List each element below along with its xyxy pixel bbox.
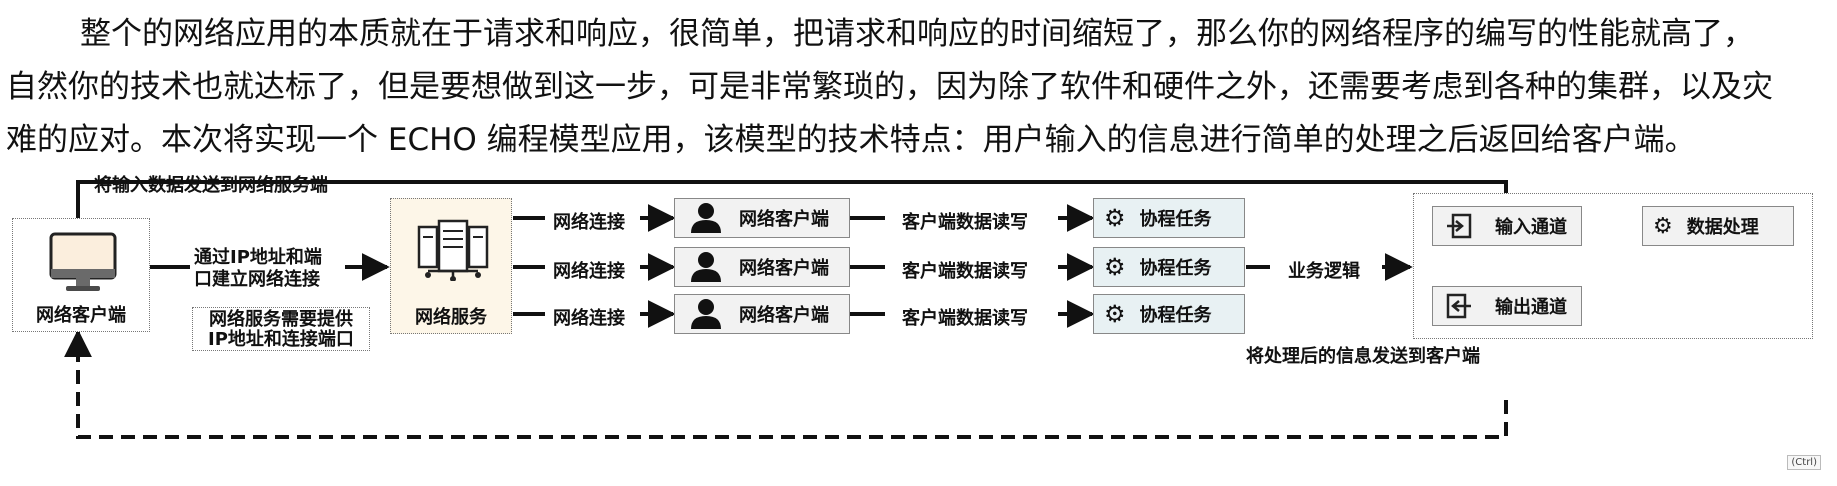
paste-options-badge[interactable]: (Ctrl)	[1787, 455, 1821, 470]
row1-task-node: ⚙ 协程任务	[1093, 198, 1245, 238]
row1-rw-label: 客户端数据读写	[902, 212, 1028, 233]
server-box-label: 网络服务	[415, 307, 487, 328]
echo-architecture-diagram: 将输入数据发送到网络服务端 将处理后的信息发送到客户端 网络客户端 通过IP地址…	[0, 175, 1837, 486]
paragraph-line-2: 自然你的技术也就达标了，但是要想做到这一步，可是非常繁琐的，因为除了软件和硬件之…	[6, 69, 1773, 105]
row1-client-node: 网络客户端	[674, 198, 850, 238]
client-box-label: 网络客户端	[36, 305, 126, 326]
row3-task-node: ⚙ 协程任务	[1093, 294, 1245, 334]
server-box: 网络服务	[390, 198, 512, 334]
row2-rw-label: 客户端数据读写	[902, 261, 1028, 282]
paragraph-line-3: 难的应对。本次将实现一个 ECHO 编程模型应用，该模型的技术特点：用户输入的信…	[6, 122, 1696, 158]
row2-connect-label: 网络连接	[553, 261, 625, 282]
client-box: 网络客户端	[12, 218, 150, 332]
monitor-icon	[49, 232, 117, 291]
server-rack-icon	[417, 219, 489, 281]
gears-icon: ⚙	[1104, 300, 1126, 328]
row2-client-node: 网络客户端	[674, 247, 850, 287]
row3-rw-label: 客户端数据读写	[902, 308, 1028, 329]
exit-icon	[1446, 293, 1471, 319]
user-icon	[691, 203, 721, 233]
paragraph-line-1: 整个的网络应用的本质就在于请求和响应，很简单，把请求和响应的时间缩短了，那么你的…	[80, 16, 1754, 52]
row1-connect-label: 网络连接	[553, 212, 625, 233]
gears-icon: ⚙	[1104, 204, 1126, 232]
input-channel-node: 输入通道	[1432, 206, 1582, 246]
row-connectors	[513, 204, 1095, 328]
bottom-return-label: 将处理后的信息发送到客户端	[1246, 346, 1480, 367]
server-note: 网络服务需要提供 IP地址和连接端口	[192, 307, 370, 351]
connect-label: 通过IP地址和端 口建立网络连接	[194, 247, 322, 290]
row3-client-node: 网络客户端	[674, 294, 850, 334]
user-icon	[691, 252, 721, 282]
output-channel-node: 输出通道	[1432, 286, 1582, 326]
data-process-node: ⚙ 数据处理	[1642, 206, 1794, 246]
gears-icon: ⚙	[1104, 253, 1126, 281]
row2-task-node: ⚙ 协程任务	[1093, 247, 1245, 287]
row3-connect-label: 网络连接	[553, 308, 625, 329]
bottom-return-line	[64, 329, 1508, 439]
user-icon	[691, 299, 721, 329]
enter-icon	[1447, 213, 1472, 239]
business-logic-label: 业务逻辑	[1288, 261, 1360, 282]
top-send-label: 将输入数据发送到网络服务端	[94, 175, 328, 196]
intro-paragraph: 整个的网络应用的本质就在于请求和响应，很简单，把请求和响应的时间缩短了，那么你的…	[6, 8, 1821, 167]
gears-icon: ⚙	[1653, 213, 1673, 239]
